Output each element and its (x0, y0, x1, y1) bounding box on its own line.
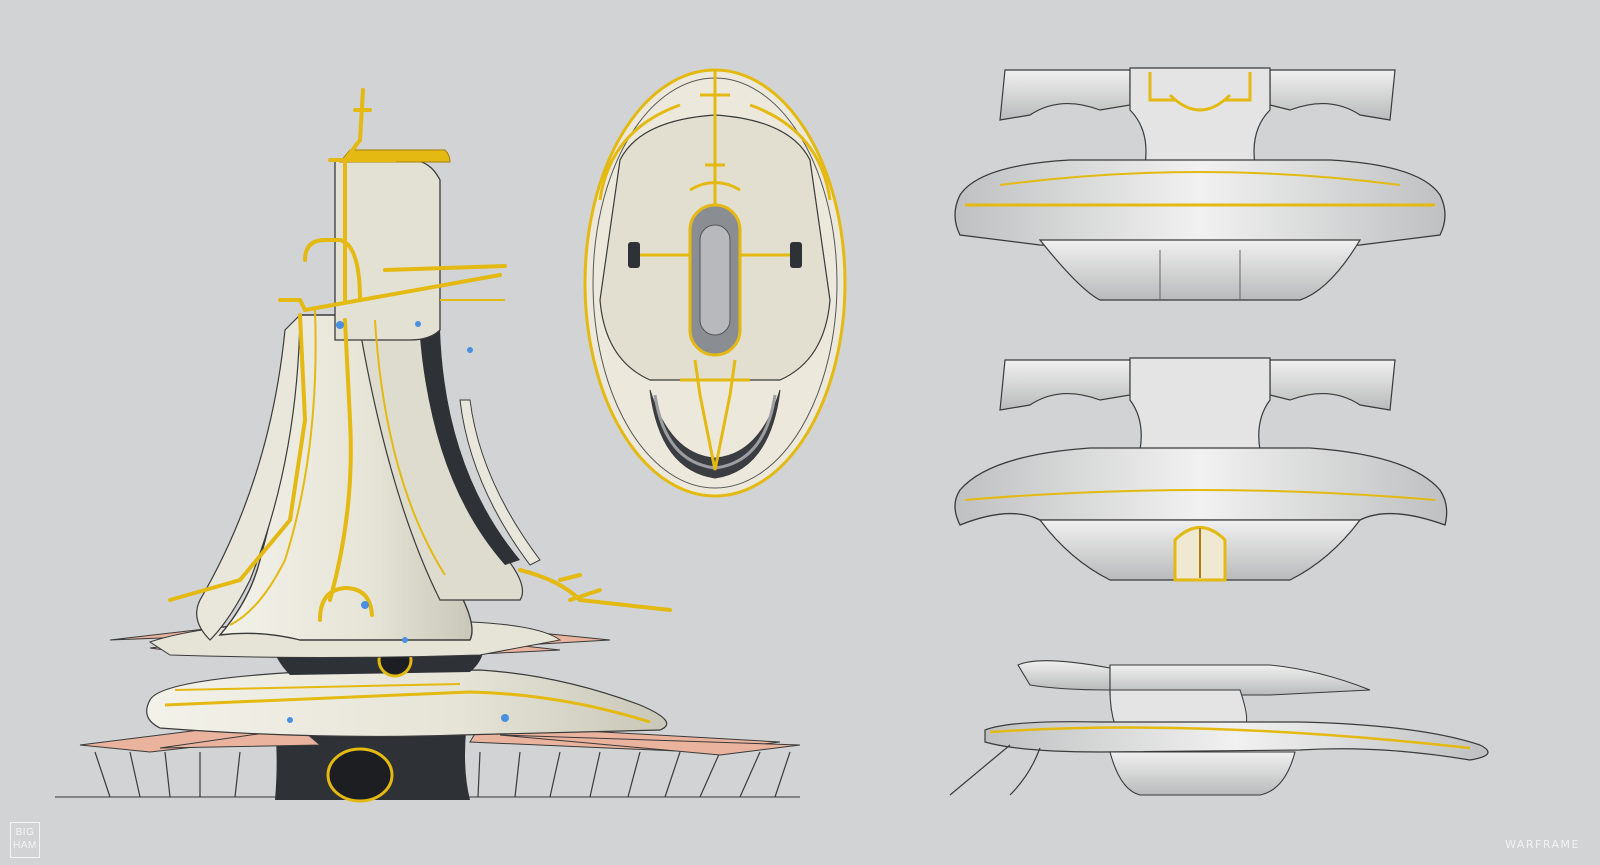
side-elevation-view (55, 88, 801, 803)
front-elevation-view (954, 67, 1446, 301)
front-top-wings (999, 69, 1131, 121)
rear-strut (459, 399, 541, 566)
brand-logo: WARFRAME (1505, 838, 1580, 851)
profile-head (1109, 689, 1248, 726)
gold-frame (168, 88, 672, 622)
studio-logo-line1: BIG (15, 827, 35, 838)
lower-deck-trim (164, 690, 651, 724)
support-legs (94, 751, 791, 798)
profile-deck (984, 721, 1489, 761)
rear-deck (954, 447, 1448, 526)
tower-rear-strip (420, 330, 520, 565)
studio-logo: BIG HAM (10, 822, 40, 858)
profile-top (1017, 660, 1111, 691)
plan-gold-spine (598, 70, 832, 471)
gold-trim-thin (229, 299, 505, 626)
profile-underbody (1109, 751, 1296, 796)
base-arch (326, 747, 394, 803)
glow-lights (287, 321, 509, 723)
studio-logo-line2: HAM (13, 840, 37, 851)
front-underbody (1038, 239, 1362, 301)
tower-skirt-left (196, 313, 301, 641)
profile-legs (949, 744, 1041, 796)
rear-elevation-view (954, 357, 1448, 582)
rear-top-wings (999, 359, 1131, 411)
profile-elevation-view (949, 660, 1489, 796)
lower-deck (146, 669, 668, 738)
rear-head (1129, 357, 1271, 451)
top-plan-view (583, 68, 847, 498)
